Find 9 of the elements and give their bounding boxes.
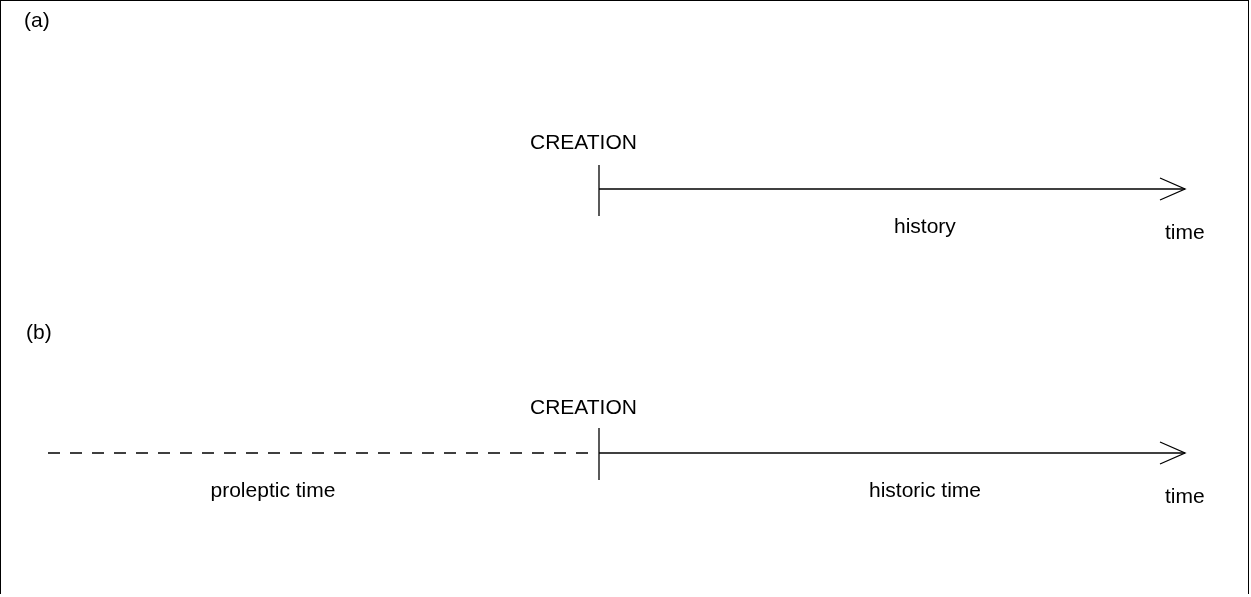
axis-label: time bbox=[1165, 484, 1205, 508]
period-label: historic time bbox=[869, 478, 982, 502]
event-label: CREATION bbox=[530, 130, 637, 154]
period-label: history bbox=[894, 214, 956, 238]
panel-label: (b) bbox=[26, 320, 52, 344]
period-label: proleptic time bbox=[210, 478, 336, 502]
panel-label: (a) bbox=[24, 8, 50, 32]
event-label: CREATION bbox=[530, 395, 637, 419]
axis-label: time bbox=[1165, 220, 1205, 244]
